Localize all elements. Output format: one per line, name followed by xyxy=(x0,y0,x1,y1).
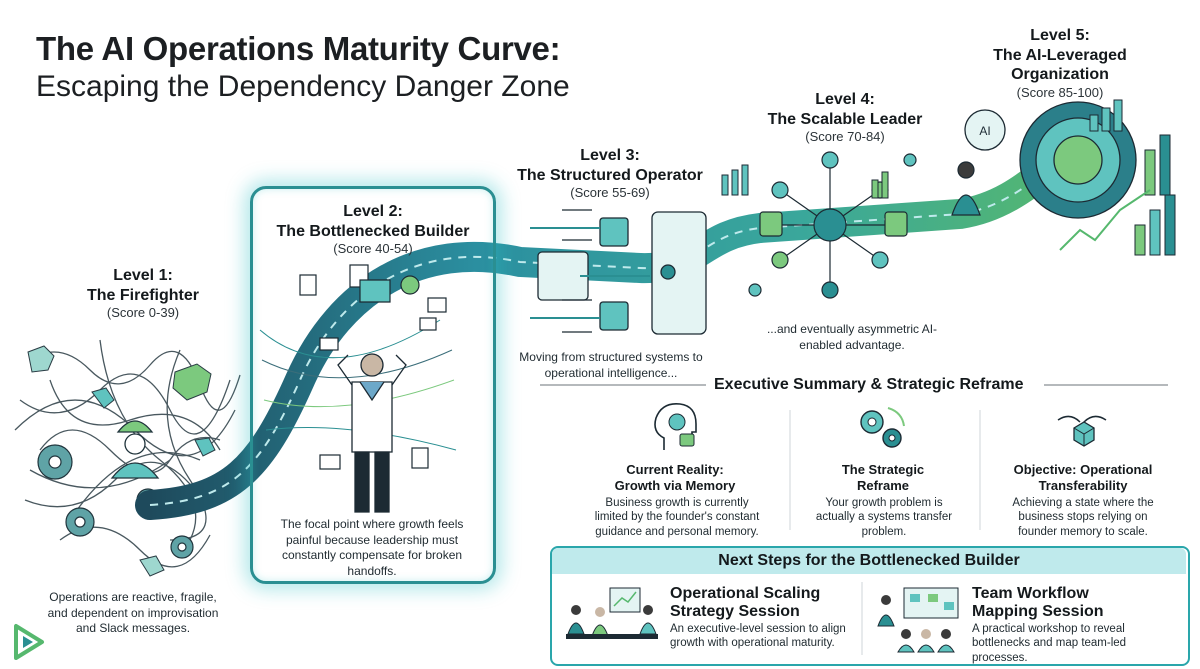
executive-summary-heading: Executive Summary & Strategic Reframe xyxy=(714,376,1024,393)
network-icon xyxy=(748,151,917,299)
level-2-panel xyxy=(250,186,496,584)
leader-person-icon xyxy=(951,161,981,216)
level-name: The Firefighter xyxy=(86,286,199,304)
svg-text:AI: AI xyxy=(979,124,990,138)
level-name: The Bottlenecked Builder xyxy=(276,222,470,240)
level-number: Level 2: xyxy=(343,203,403,220)
level-4-caption: ...and eventually asymmetric AI-enabled … xyxy=(766,322,938,352)
level-score: (Score 40-54) xyxy=(333,241,413,257)
ai-brain-icon: AI xyxy=(964,101,1137,219)
exec-col-1-title: Current Reality:Growth via Memory xyxy=(614,462,736,494)
chaos-blobs xyxy=(27,345,216,577)
session-1-text: An executive-level session to align grow… xyxy=(670,623,846,650)
level-1-label: Level 1: The Firefighter (Score 0-39) xyxy=(48,266,238,321)
level-name: The Scalable Leader xyxy=(767,110,923,128)
level-score: (Score 55-69) xyxy=(570,185,650,201)
document-icon xyxy=(299,264,447,470)
level-score: (Score 70-84) xyxy=(805,129,885,145)
exec-col-2-text: Your growth problem is actually a system… xyxy=(815,497,953,538)
bar-chart-icon xyxy=(721,164,889,199)
exec-col-1-text: Business growth is currently limited by … xyxy=(594,497,760,538)
hands-cube-icon xyxy=(1057,415,1107,447)
level-score: (Score 0-39) xyxy=(106,305,180,321)
level-number: Level 1: xyxy=(113,267,173,284)
exec-col-3-text: Achieving a state where the business sto… xyxy=(1012,497,1154,538)
level-1-caption: Operations are reactive, fragile, and de… xyxy=(47,590,219,636)
meeting-illustration xyxy=(566,587,658,639)
workshop-illustration xyxy=(877,587,959,653)
level-5-label: Level 5: The AI-Leveraged Organization (… xyxy=(970,26,1150,100)
level-name: The AI-Leveraged xyxy=(993,46,1127,64)
gear-icon xyxy=(37,444,194,559)
level-3-label: Level 3: The Structured Operator (Score … xyxy=(500,146,720,201)
gears-cycle-icon xyxy=(860,407,905,448)
level-score: (Score 85-100) xyxy=(1016,84,1104,100)
level-name-cont: Organization xyxy=(1011,66,1109,84)
level-number: Level 4: xyxy=(815,91,875,108)
next-steps-header-bar xyxy=(552,548,1186,574)
worker-icon xyxy=(110,420,160,479)
head-lock-icon xyxy=(654,402,697,450)
page-title: The AI Operations Maturity Curve: xyxy=(36,30,561,67)
level-2-label: Level 2: The Bottlenecked Builder (Score… xyxy=(256,202,490,257)
page-subtitle: Escaping the Dependency Danger Zone xyxy=(36,70,570,103)
next-steps-heading: Next Steps for the Bottlenecked Builder xyxy=(718,552,1020,569)
brand-logo-icon xyxy=(14,624,44,660)
level-2-caption: The focal point where growth feels painf… xyxy=(280,517,464,578)
structured-workflow-icon xyxy=(530,209,707,335)
stressed-person-icon xyxy=(259,319,457,513)
session-2-text: A practical workshop to reveal bottlenec… xyxy=(972,623,1127,664)
level-number: Level 5: xyxy=(1030,27,1090,44)
level-4-label: Level 4: The Scalable Leader (Score 70-8… xyxy=(740,90,950,145)
growth-chart-icon xyxy=(1059,99,1176,256)
level-3-caption: Moving from structured systems to operat… xyxy=(519,350,703,380)
level-name: The Structured Operator xyxy=(517,166,703,184)
level-number: Level 3: xyxy=(580,147,640,164)
